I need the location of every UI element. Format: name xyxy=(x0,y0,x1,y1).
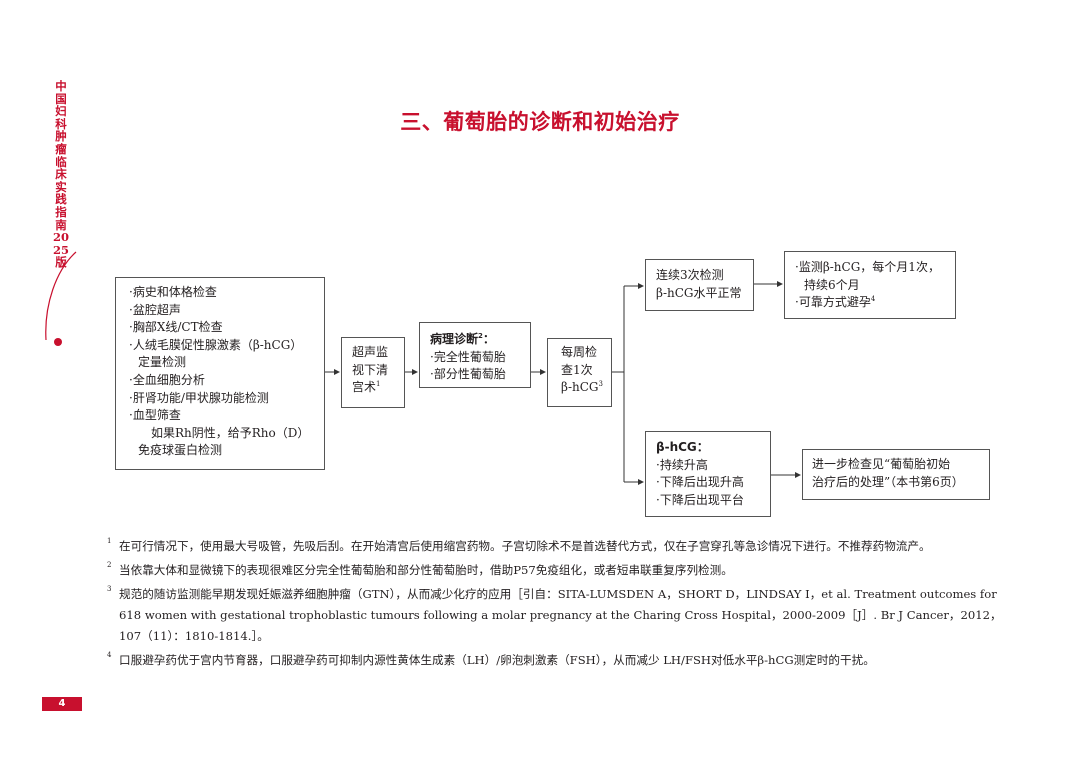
exam-item-cont: 定量检测 xyxy=(138,355,187,370)
weekly-hcg-box: 每周检 查1次 β-hCG3 xyxy=(547,338,612,407)
abnormal-hcg-box: β-hCG： ·持续升高 ·下降后出现升高 ·下降后出现平台 xyxy=(645,431,771,517)
exam-item-cont: 如果Rh阴性，给予Rho（D） xyxy=(151,425,310,440)
further-line: 进一步检查见“葡萄胎初始 xyxy=(812,457,951,471)
monitor-line: ·可靠方式避孕 xyxy=(795,295,871,310)
decorative-curve-icon xyxy=(45,251,77,346)
footnote-text: 口服避孕药优于宫内节育器，口服避孕药可抑制内源性黄体生成素（LH）/卵泡刺激素（… xyxy=(119,653,875,667)
further-line: 治疗后的处理”（本书第6页） xyxy=(812,474,964,489)
monitor-line: 持续6个月 xyxy=(804,277,860,292)
footnotes: 1 在可行情况下，使用最大号吸管，先吸后刮。在开始清宫后使用缩宫药物。子宫切除术… xyxy=(107,536,1007,674)
normal-line: β-hCG水平正常 xyxy=(656,285,742,300)
footnote-number: 4 xyxy=(107,651,112,659)
pathology-item: ·部分性葡萄胎 xyxy=(430,367,506,382)
exam-item: ·盆腔超声 xyxy=(129,302,181,317)
weekly-line: β-hCG xyxy=(561,380,599,395)
page-title: 三、葡萄胎的诊断和初始治疗 xyxy=(400,110,680,134)
footnote-ref: 1 xyxy=(376,380,381,389)
exam-item: ·全血细胞分析 xyxy=(129,372,205,387)
footnote-number: 1 xyxy=(107,537,112,545)
exam-item: ·病史和体格检查 xyxy=(129,285,217,299)
pathology-colon: ： xyxy=(482,332,495,346)
monitor-line: ·监测β-hCG，每个月1次， xyxy=(795,260,940,274)
footnote-text: 当依靠大体和显微镜下的表现很难区分完全性葡萄胎和部分性葡萄胎时，借助P57免疫组… xyxy=(119,563,733,577)
initial-exams-box: ·病史和体格检查 ·盆腔超声 ·胸部X线/CT检查 ·人绒毛膜促性腺激素（β-h… xyxy=(115,277,325,470)
footnote-ref: 2 xyxy=(478,332,483,340)
footnote-4: 4 口服避孕药优于宫内节育器，口服避孕药可抑制内源性黄体生成素（LH）/卵泡刺激… xyxy=(107,650,1007,671)
pathology-title: 病理诊断 xyxy=(430,332,479,346)
footnote-text: 在可行情况下，使用最大号吸管，先吸后刮。在开始清宫后使用缩宫药物。子宫切除术不是… xyxy=(119,539,931,553)
exam-item-cont: 免疫球蛋白检测 xyxy=(138,443,223,458)
weekly-line: 查1次 xyxy=(561,362,593,377)
further-evaluation-box: 进一步检查见“葡萄胎初始 治疗后的处理”（本书第6页） xyxy=(802,449,990,500)
abnormal-item: ·下降后出现升高 xyxy=(656,475,744,490)
footnote-text: 规范的随访监测能早期发现妊娠滋养细胞肿瘤（GTN），从而减少化疗的应用［引自：S… xyxy=(119,587,1002,643)
footnote-ref: 4 xyxy=(870,295,876,304)
monitoring-box: ·监测β-hCG，每个月1次， 持续6个月 ·可靠方式避孕4 xyxy=(784,251,956,319)
weekly-line: 每周检 xyxy=(561,345,598,359)
footnote-ref: 3 xyxy=(598,380,603,389)
flowchart-connectors xyxy=(325,281,801,485)
pathology-item: ·完全性葡萄胎 xyxy=(430,349,506,364)
abnormal-item: ·持续升高 xyxy=(656,457,708,472)
footnote-2: 2 当依靠大体和显微镜下的表现很难区分完全性葡萄胎和部分性葡萄胎时，借助P57免… xyxy=(107,560,1007,581)
exam-item: ·人绒毛膜促性腺激素（β-hCG） xyxy=(129,337,303,352)
footnote-number: 3 xyxy=(107,585,112,593)
page-number: 4 xyxy=(42,697,82,711)
evac-line: 宫术 xyxy=(352,380,377,395)
evac-line: 超声监 xyxy=(352,345,389,359)
exam-item: ·肝肾功能/甲状腺功能检测 xyxy=(129,390,269,405)
normal-line: 连续3次检测 xyxy=(656,268,724,282)
running-title: 中国妇科肿瘤临床实践指南2025版 xyxy=(53,79,70,270)
footnote-1: 1 在可行情况下，使用最大号吸管，先吸后刮。在开始清宫后使用缩宫药物。子宫切除术… xyxy=(107,536,1007,557)
exam-item: ·血型筛查 xyxy=(129,408,181,423)
footnote-3: 3 规范的随访监测能早期发现妊娠滋养细胞肿瘤（GTN），从而减少化疗的应用［引自… xyxy=(107,584,1007,647)
evac-line: 视下清 xyxy=(352,362,389,377)
evacuation-box: 超声监 视下清 宫术1 xyxy=(341,337,405,408)
pathology-box: 病理诊断2： ·完全性葡萄胎 ·部分性葡萄胎 xyxy=(419,322,531,388)
abnormal-title: β-hCG： xyxy=(656,440,709,454)
normal-result-box: 连续3次检测 β-hCG水平正常 xyxy=(645,259,754,311)
abnormal-item: ·下降后出现平台 xyxy=(656,492,744,507)
exam-item: ·胸部X线/CT检查 xyxy=(129,320,223,335)
footnote-number: 2 xyxy=(107,561,112,569)
